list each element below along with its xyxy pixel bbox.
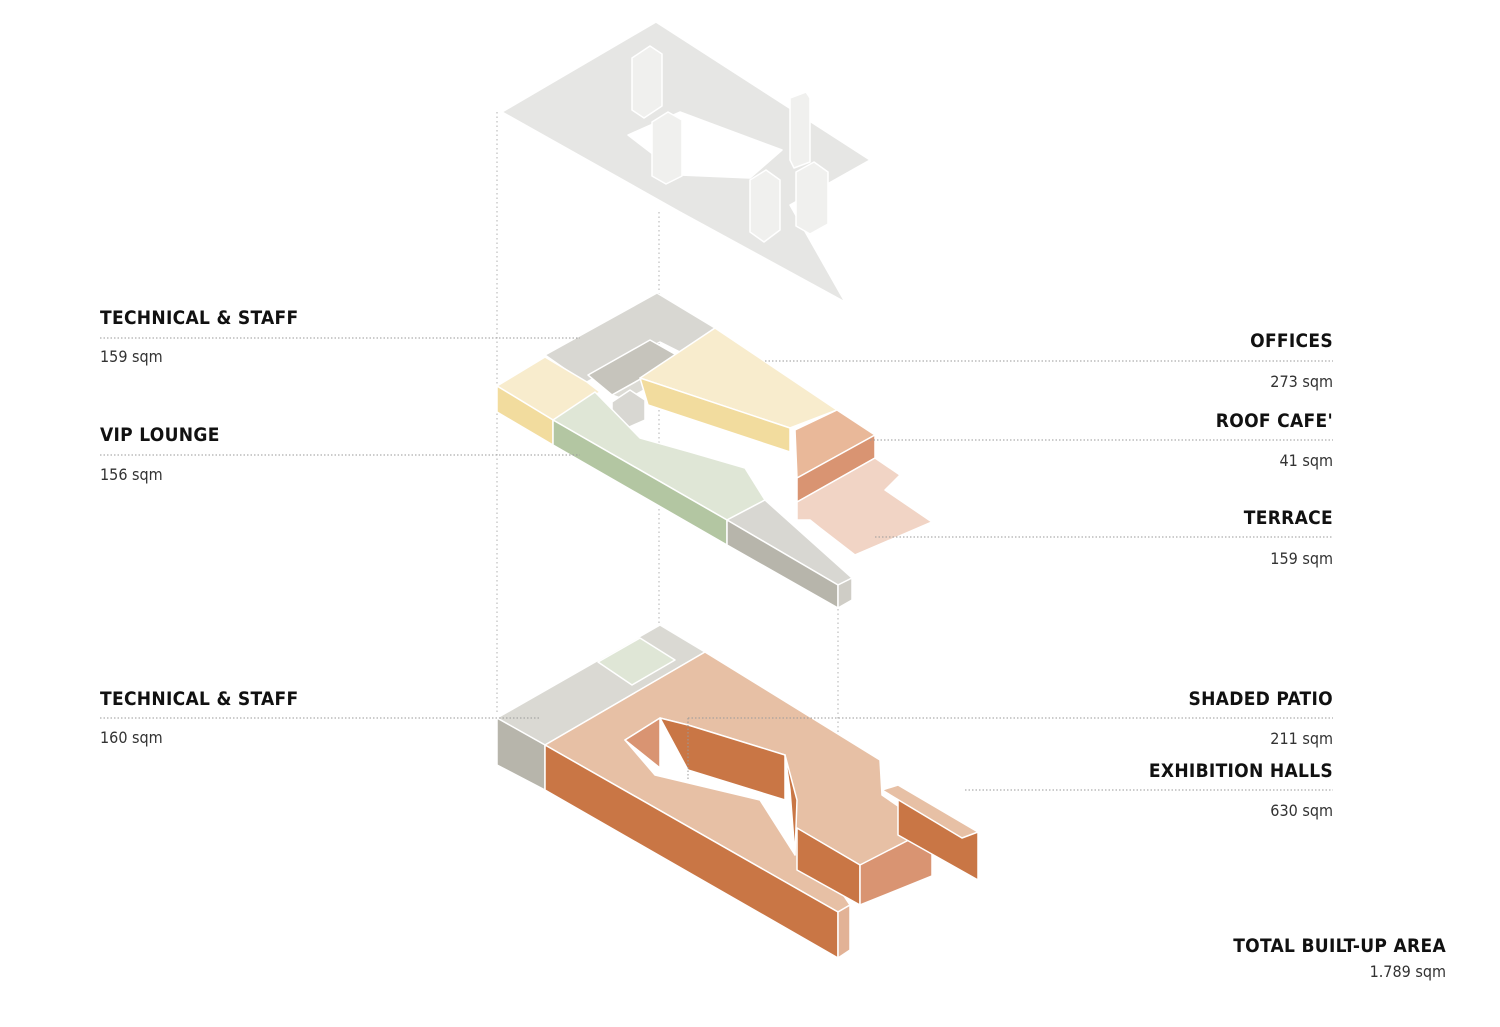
upper-level: [496, 292, 933, 609]
label-exhibition-halls-title: EXHIBITION HALLS: [1148, 760, 1333, 782]
label-shaded-patio-area: 211 sqm: [1270, 729, 1333, 748]
exhibition-halls-right-fin-top: [881, 784, 979, 839]
label-terrace-area: 159 sqm: [1270, 549, 1333, 568]
label-vip-lounge-area: 156 sqm: [100, 465, 163, 484]
label-total-title: TOTAL BUILT-UP AREA: [1233, 935, 1446, 957]
upper-tail-end: [837, 577, 853, 609]
label-roof-cafe-area: 41 sqm: [1279, 451, 1333, 470]
roof-column: [631, 45, 663, 119]
label-technical-staff-ground-title: TECHNICAL & STAFF: [100, 688, 299, 710]
label-exhibition-halls-area: 630 sqm: [1270, 801, 1333, 820]
roof-column: [651, 111, 683, 185]
label-total-area: 1.789 sqm: [1369, 962, 1446, 981]
roof-column: [789, 91, 811, 169]
ground-green-patch: [597, 637, 676, 686]
label-terrace-title: TERRACE: [1243, 507, 1333, 529]
ground-level: [496, 624, 979, 959]
roof-column: [749, 169, 781, 243]
roof-level: [501, 21, 871, 303]
leader-lines: [100, 337, 1333, 791]
label-roof-cafe-title: ROOF CAFE': [1215, 410, 1333, 432]
label-shaded-patio-title: SHADED PATIO: [1188, 688, 1333, 710]
exhibition-halls-front-end: [837, 904, 851, 959]
roof-column: [795, 161, 829, 235]
offices-right-side: [639, 377, 791, 453]
shaded-patio-wall: [624, 717, 661, 769]
terrace-plane: [796, 457, 933, 556]
label-technical-staff-upper-title: TECHNICAL & STAFF: [100, 307, 299, 329]
label-offices-title: OFFICES: [1250, 330, 1333, 352]
shaded-patio-inner-wall-2: [784, 754, 798, 856]
projection-lines: [496, 112, 839, 955]
label-vip-lounge-title: VIP LOUNGE: [100, 424, 220, 446]
label-technical-staff-ground-area: 160 sqm: [100, 728, 163, 747]
label-offices-area: 273 sqm: [1270, 372, 1333, 391]
label-technical-staff-upper-area: 159 sqm: [100, 347, 163, 366]
shaded-patio-inner-wall: [659, 717, 786, 801]
